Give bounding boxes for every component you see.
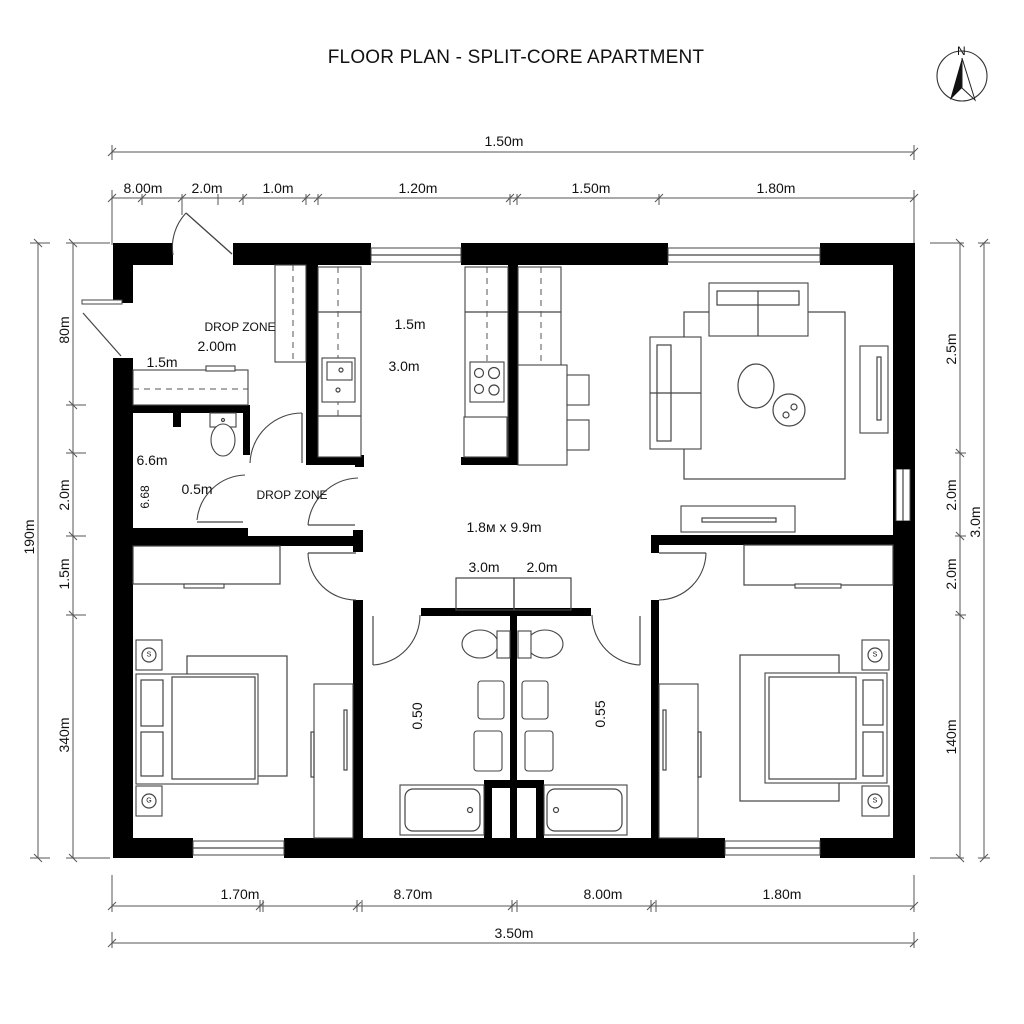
bath-left-label: 0.50 [409,702,425,730]
kitchen-dim-b: 3.0m [388,358,420,374]
doors [81,212,707,666]
dimension-lines [30,145,990,948]
dim-left-seg-2: 2.0m [56,479,72,511]
bathrooms [399,629,628,836]
dim-top-seg-1: 8.00m [123,180,163,196]
north-arrow-icon [936,50,988,102]
dim-top-overall: 1.50m [484,133,524,149]
corridor-storage [455,577,572,611]
dim-bottom-seg-3: 8.00m [583,886,623,902]
dim-bottom-seg-4: 1.80m [762,886,802,902]
living-room-furniture [649,282,889,533]
dim-top-seg-4: 1.20m [398,180,438,196]
toilet-wc [209,412,237,457]
entry-furniture [132,264,307,406]
page-title: FLOOR PLAN - SPLIT-CORE APARTMENT [327,47,705,68]
dim-bottom-overall: 3.50m [494,925,534,941]
dim-right-overall: 3.0m [967,506,983,538]
hall-zone-label: DROP ZONE [256,488,328,502]
dim-bottom-seg-2: 8.70m [393,886,433,902]
dim-left-seg-4: 340m [56,717,72,753]
dim-right-seg-1: 2.5m [943,333,959,365]
bath-right-label: 0.55 [592,700,608,728]
windows [192,247,911,856]
entry-dim-a: 2.00m [197,338,237,354]
dim-top-seg-6: 1.80m [756,180,796,196]
dim-right-seg-4: 140m [943,719,959,755]
dim-right-seg-3: 2.0m [943,558,959,590]
nightstand-right-bottom-icon: S [872,797,878,805]
nightstand-right-top-icon: S [872,651,878,659]
dim-top-seg-5: 1.50m [571,180,611,196]
dim-left-overall: 190m [21,519,37,555]
wc-dim-b: 0.5m [181,481,213,497]
dim-bottom-seg-1: 1.70m [220,886,260,902]
bedroom-left-furniture [132,545,354,839]
dim-left-seg-1: 80m [56,316,72,344]
entry-zone-label: DROP ZONE [204,320,276,334]
corridor-dim-b: 2.0m [526,559,558,575]
dim-top-seg-2: 2.0m [191,180,223,196]
kitchen [317,266,590,466]
dim-top-seg-3: 1.0m [262,180,294,196]
entry-dim-b: 1.5m [146,354,178,370]
corridor-size-label: 1.8ᴍ x 9.9m [466,519,542,535]
compass-north-label: N [957,44,966,58]
nightstand-left-bottom-icon: G [146,797,152,805]
corridor-dim-a: 3.0m [468,559,500,575]
wc-dim-rot: 6.68 [138,485,152,509]
bedroom-right-furniture [658,544,894,839]
nightstand-left-top-icon: S [146,651,152,659]
kitchen-dim-a: 1.5m [394,316,426,332]
dim-right-seg-2: 2.0m [943,479,959,511]
interior-walls [133,265,895,838]
dim-left-seg-3: 1.5m [56,558,72,590]
wc-dim-a: 6.6m [136,452,168,468]
